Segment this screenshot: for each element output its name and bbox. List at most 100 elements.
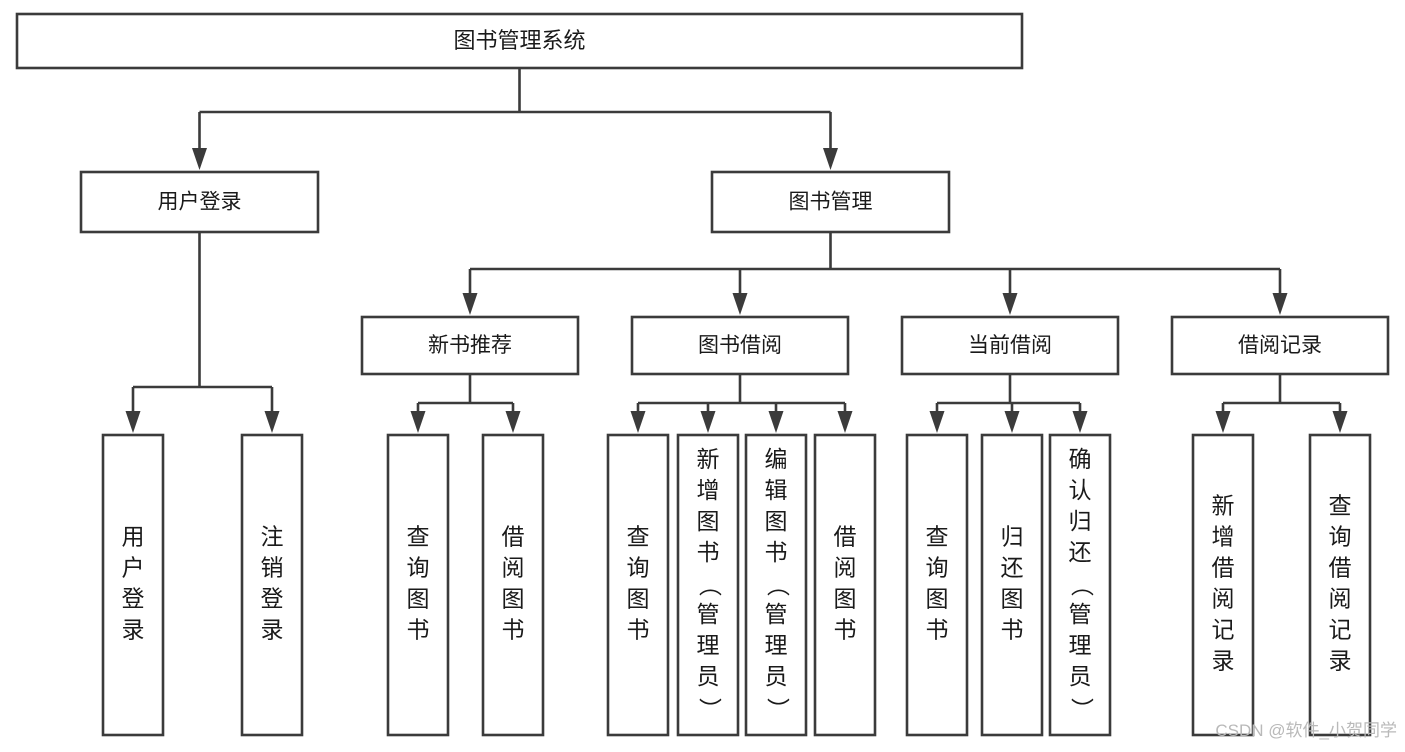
node-box-leaf-add-record[interactable] <box>1191 433 1255 737</box>
label-glyph: ） <box>1069 698 1095 721</box>
node-label-root: 图书管理系统 <box>453 28 585 53</box>
arrow-head-icon <box>1002 293 1018 315</box>
node-box-user-login[interactable] <box>79 170 320 234</box>
label-glyph: 理 <box>765 632 788 658</box>
label-glyph: 记 <box>1329 617 1352 643</box>
label-glyph: 图 <box>1001 586 1024 612</box>
node-box-leaf-query-book-borrow[interactable] <box>606 433 670 737</box>
node-label-borrow-record: 借阅记录 <box>1238 334 1322 357</box>
edge-group-current-borrow <box>929 374 1088 433</box>
node-label-leaf-user-login: 用户登录 <box>122 524 145 643</box>
node-book-manage[interactable]: 图书管理 <box>710 170 951 234</box>
arrow-head-icon <box>1272 293 1288 315</box>
label-glyph: 归 <box>1001 524 1024 550</box>
edge-group-root <box>192 68 838 170</box>
label-glyph: 查 <box>407 524 430 550</box>
node-leaf-user-login[interactable]: 用户登录 <box>101 433 165 737</box>
arrow-head-icon <box>462 293 478 315</box>
arrow-head-icon <box>125 411 141 433</box>
node-box-book-manage[interactable] <box>710 170 951 234</box>
node-label-current-borrow: 当前借阅 <box>968 334 1052 357</box>
node-new-book-rec[interactable]: 新书推荐 <box>360 315 580 376</box>
arrow-head-icon <box>410 411 426 433</box>
node-box-new-book-rec[interactable] <box>360 315 580 376</box>
node-box-leaf-borrow-book-rec[interactable] <box>481 433 545 737</box>
label-glyph: 询 <box>1329 524 1352 550</box>
label-glyph: 录 <box>122 617 145 643</box>
label-glyph: 管 <box>697 601 720 627</box>
label-glyph: 图 <box>407 586 430 612</box>
label-glyph: 图 <box>627 586 650 612</box>
label-glyph: 借 <box>502 524 525 550</box>
label-glyph: 书 <box>627 617 650 643</box>
node-box-leaf-query-book-current[interactable] <box>905 433 969 737</box>
node-box-current-borrow[interactable] <box>900 315 1120 376</box>
node-box-leaf-return-book[interactable] <box>980 433 1044 737</box>
label-glyph: 书 <box>765 539 788 565</box>
arrow-head-icon <box>1004 411 1020 433</box>
node-box-leaf-add-book[interactable] <box>676 433 740 737</box>
node-book-borrow[interactable]: 图书借阅 <box>630 315 850 376</box>
node-box-leaf-user-login[interactable] <box>101 433 165 737</box>
label-glyph: 还 <box>1001 555 1024 581</box>
arrow-head-icon <box>700 411 716 433</box>
node-box-leaf-confirm-return[interactable] <box>1048 433 1112 737</box>
arrow-head-icon <box>192 148 207 170</box>
edge-group-borrow-record <box>1215 374 1348 433</box>
node-box-leaf-query-record[interactable] <box>1308 433 1372 737</box>
node-user-login[interactable]: 用户登录 <box>79 170 320 234</box>
label-glyph: 阅 <box>1212 586 1235 612</box>
edge-group-book-manage <box>462 232 1288 315</box>
node-box-leaf-borrow-book[interactable] <box>813 433 877 737</box>
label-glyph: 记 <box>1212 617 1235 643</box>
node-label-user-login: 用户登录 <box>158 191 242 214</box>
node-box-leaf-query-book-rec[interactable] <box>386 433 450 737</box>
node-box-book-borrow[interactable] <box>630 315 850 376</box>
label-glyph: 员 <box>1069 663 1092 689</box>
node-box-root[interactable] <box>15 12 1024 70</box>
label-glyph: 书 <box>834 617 857 643</box>
label-glyph: 图 <box>502 586 525 612</box>
node-box-borrow-record[interactable] <box>1170 315 1390 376</box>
label-glyph: 询 <box>407 555 430 581</box>
label-glyph: 借 <box>1212 555 1235 581</box>
label-glyph: 增 <box>697 477 720 503</box>
arrow-head-icon <box>929 411 945 433</box>
label-glyph: 户 <box>122 555 145 581</box>
node-label-new-book-rec: 新书推荐 <box>428 334 512 357</box>
label-glyph: 登 <box>261 586 284 612</box>
arrow-head-icon <box>1332 411 1348 433</box>
arrow-head-icon <box>823 148 838 170</box>
node-root[interactable]: 图书管理系统 <box>15 12 1024 70</box>
label-glyph: 认 <box>1069 477 1092 503</box>
label-glyph: 图 <box>926 586 949 612</box>
label-glyph: 员 <box>697 663 720 689</box>
nodes-layer: 图书管理系统用户登录图书管理新书推荐图书借阅当前借阅借阅记录用户登录注销登录查询… <box>15 12 1390 737</box>
node-box-leaf-edit-book[interactable] <box>744 433 808 737</box>
node-borrow-record[interactable]: 借阅记录 <box>1170 315 1390 376</box>
label-glyph: 录 <box>1329 648 1352 674</box>
label-glyph: （ <box>1069 574 1095 597</box>
node-current-borrow[interactable]: 当前借阅 <box>900 315 1120 376</box>
label-glyph: 图 <box>697 508 720 534</box>
node-box-leaf-logout[interactable] <box>240 433 304 737</box>
arrow-head-icon <box>264 411 280 433</box>
